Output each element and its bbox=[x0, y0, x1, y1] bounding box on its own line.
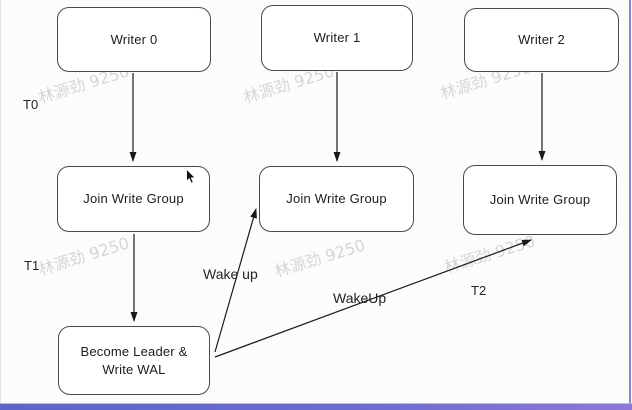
node-writer-1: Writer 1 bbox=[261, 5, 413, 71]
node-become-leader: Become Leader & Write WAL bbox=[58, 326, 210, 395]
frame-left-edge bbox=[0, 0, 1, 410]
time-label-t2: T2 bbox=[471, 283, 487, 298]
node-join-write-group-1: Join Write Group bbox=[259, 166, 414, 232]
time-label-t0: T0 bbox=[23, 97, 39, 112]
edge-label-wakeup: WakeUp bbox=[333, 290, 387, 306]
node-writer-0: Writer 0 bbox=[57, 7, 211, 72]
arrow-wakeup-long bbox=[214, 239, 532, 358]
frame-bottom-bar bbox=[0, 403, 632, 410]
node-join-write-group-0: Join Write Group bbox=[57, 166, 210, 232]
edge-label-wake-up: Wake up bbox=[203, 266, 258, 282]
mouse-cursor-icon bbox=[185, 167, 198, 191]
node-writer-2: Writer 2 bbox=[464, 8, 619, 72]
arrow-wakeup-short bbox=[214, 208, 257, 353]
frame-right-border bbox=[629, 0, 631, 410]
time-label-t1: T1 bbox=[24, 258, 40, 273]
node-join-write-group-2: Join Write Group bbox=[463, 165, 617, 235]
